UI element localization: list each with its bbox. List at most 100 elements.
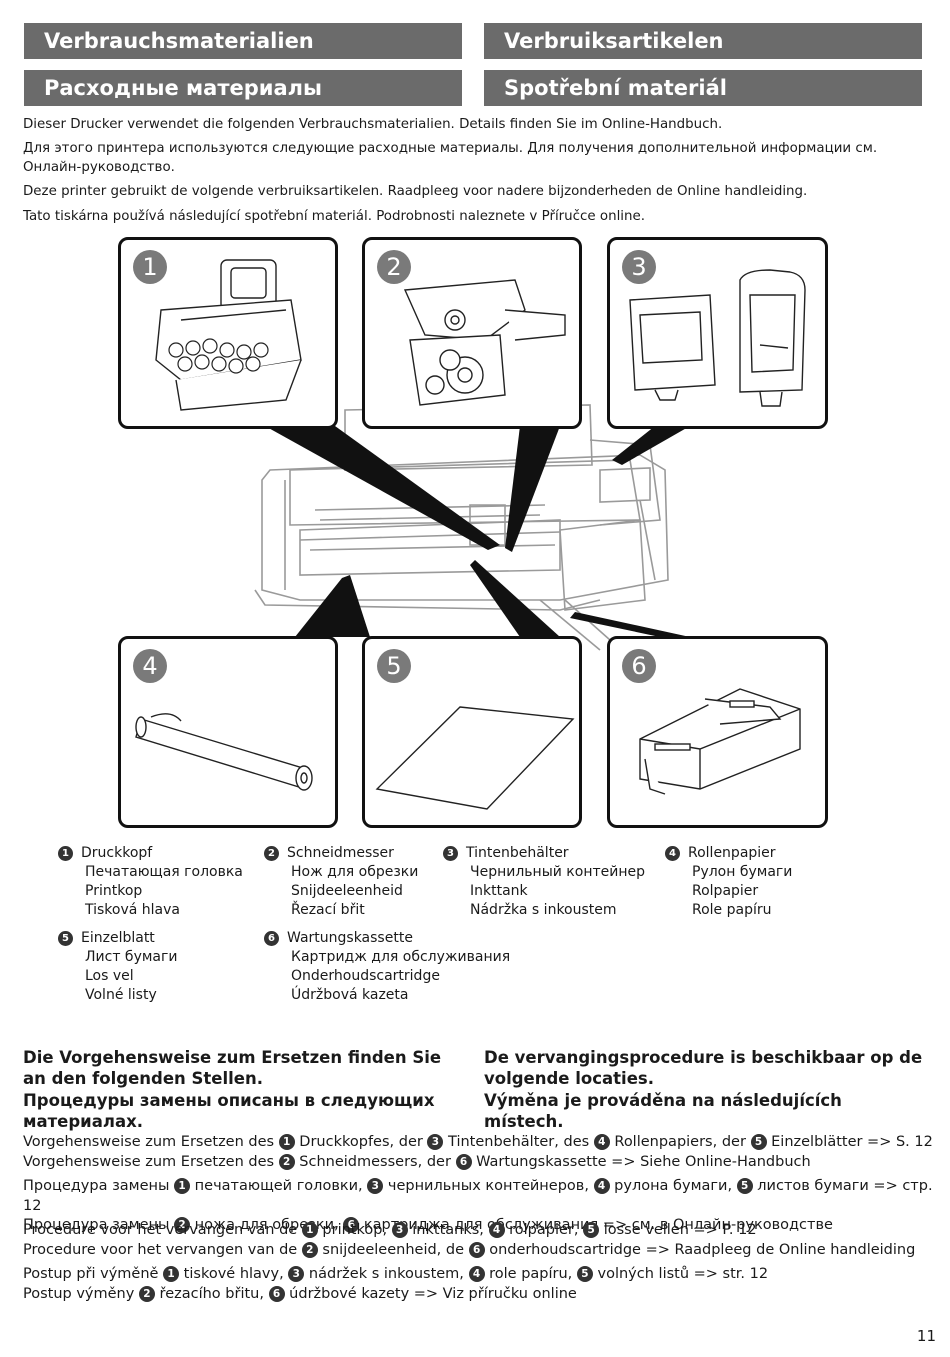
legend-cs: Údržbová kazeta: [291, 987, 409, 1003]
number-badge: 1: [301, 1222, 318, 1238]
procedure-text: Процедура замены: [23, 1217, 175, 1233]
roll-paper-icon: [135, 713, 313, 791]
procedure-text: rolpapier,: [504, 1222, 584, 1238]
number-badge: 4: [665, 846, 680, 861]
legend-de: Einzelblatt: [81, 930, 155, 946]
intro-nl: Deze printer gebruikt de volgende verbru…: [23, 184, 808, 199]
procedure-line: Procedure voor het vervangen van de 1 pr…: [23, 1221, 933, 1241]
number-badge: 2: [301, 1241, 318, 1258]
number-badge: 5: [576, 1266, 593, 1282]
procedure-nl: Procedure voor het vervangen van de 1 pr…: [23, 1221, 933, 1260]
intro-ru: Для этого принтера используются следующи…: [23, 141, 878, 175]
legend-cs: Řezací břit: [291, 902, 365, 918]
number-badge: 2: [278, 1153, 295, 1170]
legend-ru: Картридж для обслуживания: [291, 949, 511, 965]
maintenance-cartridge-icon: [639, 688, 801, 795]
panel-number: 5: [377, 649, 411, 683]
procedure-text: losse vellen => P. 12: [599, 1222, 757, 1238]
procedure-text: volných listů => str. 12: [592, 1266, 769, 1282]
procedure-text: Vorgehensweise zum Ersetzen des: [23, 1153, 279, 1170]
procedure-de: Vorgehensweise zum Ersetzen des 1 Druckk…: [23, 1133, 933, 1172]
procedure-header-ru: Процедуры замены описаны в следующих мат…: [23, 1091, 435, 1131]
header-cs: Spotřební materiál: [484, 70, 922, 106]
panel-number: 4: [133, 649, 167, 683]
procedure-text: nádržek s inkoustem,: [304, 1266, 469, 1282]
procedure-text: листов бумаги => стр. 12: [23, 1178, 933, 1214]
legend-de: Druckkopf: [81, 845, 153, 861]
procedure-line: Postup výměny 2 řezacího břitu, 6 údržbo…: [23, 1285, 933, 1305]
legend-de: Wartungskassette: [287, 930, 413, 946]
procedure-text: onderhoudscartridge => Raadpleeg de Onli…: [484, 1241, 916, 1258]
legend-nl: Snijdeeleenheid: [291, 883, 403, 899]
procedure-header-de: Die Vorgehensweise zum Ersetzen finden S…: [23, 1048, 442, 1088]
legend-cs: Tisková hlava: [85, 902, 180, 918]
procedure-text: role papíru,: [484, 1266, 577, 1282]
printhead-icon: [155, 259, 302, 411]
number-badge: 4: [468, 1266, 485, 1282]
number-badge: 3: [391, 1222, 408, 1238]
legend-ru: Нож для обрезки: [291, 864, 419, 880]
legend-cs: Role papíru: [692, 902, 772, 918]
legend-nl: Rolpapier: [692, 883, 759, 899]
panel-cut-sheet: 5: [362, 636, 582, 828]
panel-ink-tank: 3: [607, 237, 828, 429]
number-badge: 1: [163, 1266, 180, 1282]
number-badge: 6: [268, 1285, 285, 1302]
legend-nl: Los vel: [85, 968, 134, 984]
number-badge: 1: [174, 1178, 191, 1194]
procedure-text: Vorgehensweise zum Ersetzen des: [23, 1134, 279, 1150]
number-badge: 5: [583, 1222, 600, 1238]
number-badge: 6: [264, 931, 279, 946]
legend-nl: Onderhoudscartridge: [291, 968, 440, 984]
legend-ru: Чернильный контейнер: [470, 864, 645, 880]
header-de: Verbrauchsmaterialien: [24, 23, 462, 59]
procedure-text: tiskové hlavy,: [179, 1266, 289, 1282]
intro-cs: Tato tiskárna používá následující spotře…: [23, 209, 645, 224]
number-badge: 3: [443, 846, 458, 861]
number-badge: 2: [174, 1217, 191, 1233]
procedure-text: печатающей головки,: [190, 1178, 368, 1194]
legend-ru: Печатающая головка: [85, 864, 243, 880]
legend-de: Rollenpapier: [688, 845, 776, 861]
panel-number: 2: [377, 250, 411, 284]
number-badge: 4: [593, 1134, 610, 1150]
procedure-text: Einzelblätter => S. 12: [766, 1134, 933, 1150]
number-badge: 4: [593, 1178, 610, 1194]
number-badge: 3: [288, 1266, 305, 1282]
number-badge: 3: [367, 1178, 384, 1194]
procedure-line: Процедура замены 1 печатающей головки, 3…: [23, 1177, 933, 1216]
legend-cs: Nádržka s inkoustem: [470, 902, 617, 918]
number-badge: 2: [264, 846, 279, 861]
procedure-line: Vorgehensweise zum Ersetzen des 1 Druckk…: [23, 1133, 933, 1153]
page-number: 11: [916, 1327, 936, 1345]
legend-nl: Printkop: [85, 883, 143, 899]
header-nl: Verbruiksartikelen: [484, 23, 922, 59]
procedure-text: чернильных контейнеров,: [383, 1178, 594, 1194]
legend-nl: Inkttank: [470, 883, 528, 899]
procedure-text: printkop,: [317, 1222, 392, 1238]
cutter-icon: [403, 279, 566, 406]
procedure-line: Vorgehensweise zum Ersetzen des 2 Schnei…: [23, 1153, 933, 1173]
legend-item-6: 6 Wartungskassette Картридж для обслужива…: [264, 929, 510, 1005]
legend-cs: Volné listy: [85, 987, 157, 1003]
procedure-text: картриджа для обслуживания => см. в Онла…: [364, 1217, 833, 1233]
procedure-text: Postup při výměně: [23, 1266, 164, 1282]
procedure-header-cs: Výměna je prováděna na následujících mís…: [484, 1091, 842, 1131]
panel-number: 3: [622, 250, 656, 284]
number-badge: 1: [278, 1134, 295, 1150]
procedure-text: Druckkopfes, der: [294, 1134, 428, 1150]
number-badge: 5: [736, 1178, 753, 1194]
procedure-text: Procedure voor het vervangen van de: [23, 1241, 302, 1258]
intro-de: Dieser Drucker verwendet die folgenden V…: [23, 117, 723, 132]
procedure-text: Wartungskassette => Siehe Online-Handbuc…: [471, 1153, 811, 1170]
legend-item-2: 2 Schneidmesser Нож для обрезки Snijdeele…: [264, 844, 418, 920]
procedure-line: Procedure voor het vervangen van de 2 sn…: [23, 1241, 933, 1261]
procedure-text: Процедура замены: [23, 1178, 175, 1194]
legend-de: Schneidmesser: [287, 845, 394, 861]
procedure-text: údržbové kazety => Viz příručku online: [284, 1285, 577, 1302]
ink-tank-icon: [629, 269, 806, 407]
procedure-text: Tintenbehälter, des: [443, 1134, 594, 1150]
